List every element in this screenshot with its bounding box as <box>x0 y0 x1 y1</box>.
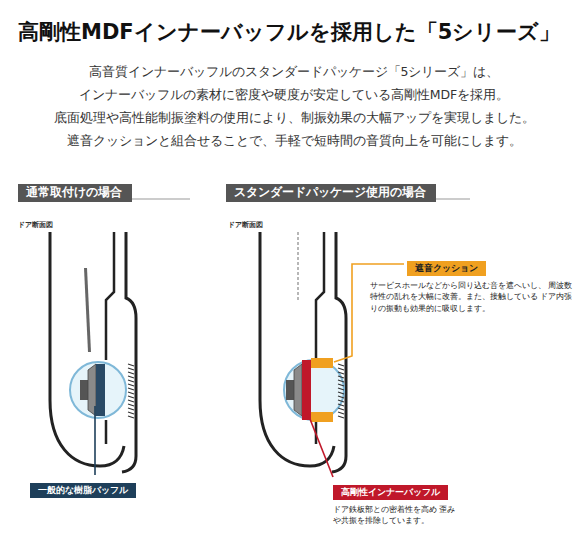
callout-title: 高剛性インナーバッフル <box>333 485 448 500</box>
callout-title: スタンダードパッケージ使用の場合 <box>226 184 436 202</box>
baffle-callout: 高剛性インナーバッフルドア鉄板部との密着性を高め 歪みや共振を排除しています。 <box>333 480 458 527</box>
callout-description: サービスホールなどから回り込む音を遮へいし、 周波数特性の乱れを大幅に改善。また… <box>370 280 575 314</box>
page-title: 高剛性MDFインナーバッフルを採用した「5シリーズ」 <box>18 18 560 46</box>
highlight-circle <box>284 360 344 420</box>
door-section <box>260 232 346 472</box>
cushion-callout: 遮音クッションサービスホールなどから回り込む音を遮へいし、 周波数特性の乱れを大… <box>370 256 575 314</box>
highlight-circle <box>70 362 126 418</box>
callout-title: 一般的な樹脂バッフル <box>30 483 136 498</box>
mdf-baffle <box>302 360 311 420</box>
figure-label: ドア断面図 <box>228 220 263 230</box>
intro-line: 高音質インナーバッフルのスタンダードパッケージ「5シリーズ」は、 <box>0 64 588 81</box>
cushion <box>311 358 333 368</box>
window-glass <box>84 268 91 352</box>
leader-line <box>94 406 96 475</box>
callout-title: 通常取付けの場合 <box>18 184 132 202</box>
leader-line <box>308 414 333 477</box>
baffle-callout: 一般的な樹脂バッフル <box>30 478 136 498</box>
intro-line: 底面処理や高性能制振塗料の使用により、制振効果の大幅アップを実現しました。 <box>0 110 588 127</box>
intro-line: 遮音クッションと組合せることで、手軽で短時間の音質向上を可能にします。 <box>0 133 588 150</box>
intro-line: インナーバッフルの素材に密度や硬度が安定している高剛性MDFを採用。 <box>0 87 588 104</box>
callout-title: 遮音クッション <box>407 261 486 276</box>
window-glass <box>297 232 298 300</box>
section-header: 通常取付けの場合 <box>18 181 132 202</box>
resin-baffle <box>96 364 105 416</box>
figure-label: ドア断面図 <box>18 220 53 230</box>
callout-description: ドア鉄板部との密着性を高め 歪みや共振を排除しています。 <box>333 504 458 527</box>
door-section <box>50 232 136 472</box>
cushion <box>311 412 333 422</box>
leader-line <box>334 264 404 362</box>
section-header: スタンダードパッケージ使用の場合 <box>226 181 436 202</box>
